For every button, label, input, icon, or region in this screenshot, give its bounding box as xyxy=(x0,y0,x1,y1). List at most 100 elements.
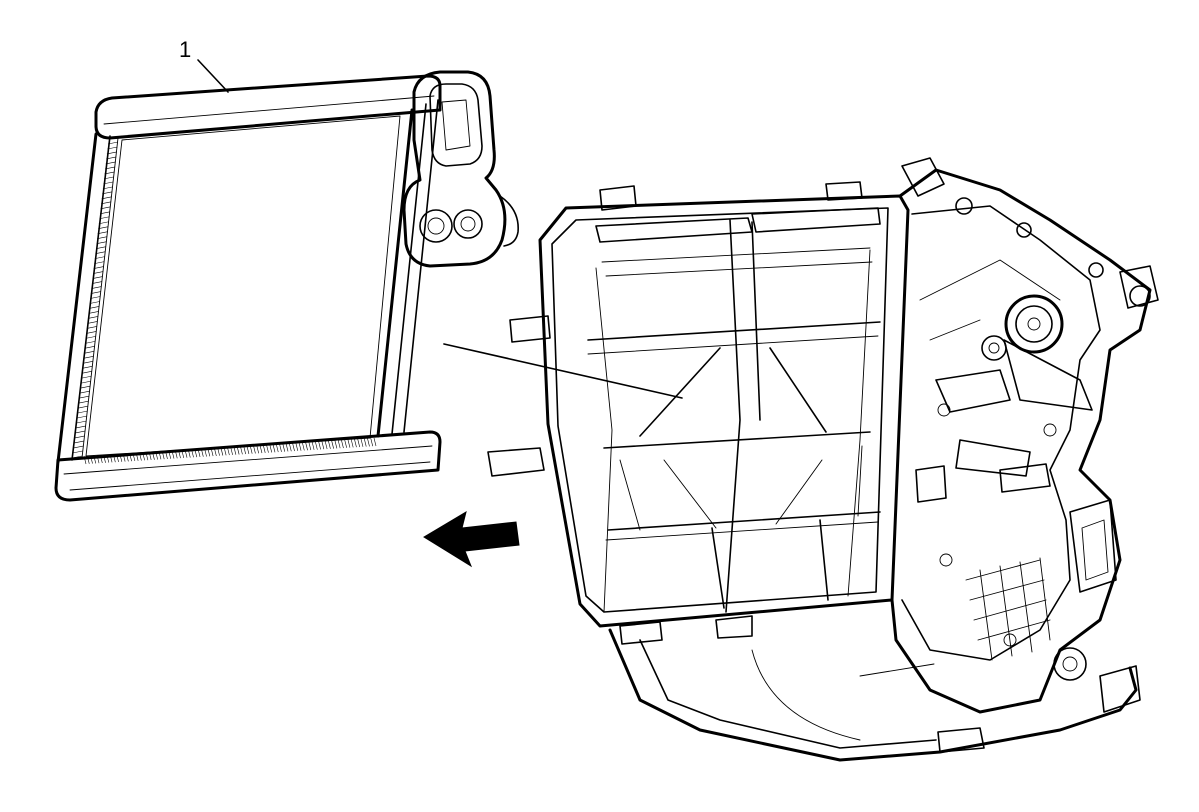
fin-line xyxy=(106,156,117,160)
fin-line xyxy=(79,390,90,394)
fin-line xyxy=(194,449,198,458)
fin-line xyxy=(103,454,106,463)
fin-line xyxy=(321,441,325,450)
fin-line xyxy=(236,446,240,455)
fin-line xyxy=(334,440,338,449)
fin-line xyxy=(83,351,95,354)
fin-line xyxy=(105,161,116,165)
fin-line xyxy=(109,454,113,463)
fin-line xyxy=(262,444,266,453)
fin-line xyxy=(84,346,95,349)
fin-line xyxy=(266,444,269,453)
fin-line xyxy=(178,450,181,459)
fin-line xyxy=(249,445,253,454)
fin-line xyxy=(91,281,103,284)
fin-line xyxy=(344,439,347,448)
fin-line xyxy=(354,439,357,448)
fin-line xyxy=(116,453,119,463)
fin-line xyxy=(89,301,100,304)
fin-line xyxy=(298,442,302,451)
evaporator-fins-left xyxy=(71,141,119,459)
fin-line xyxy=(94,256,105,259)
fin-line xyxy=(97,236,108,239)
fin-line xyxy=(187,449,191,458)
fin-line xyxy=(96,241,107,244)
fin-line xyxy=(152,451,155,460)
fin-line xyxy=(98,226,109,230)
hvac-module-housing xyxy=(487,157,1141,762)
fin-line xyxy=(227,447,230,456)
direction-arrow-left xyxy=(423,510,520,568)
callout-number-1: 1 xyxy=(179,37,191,62)
fin-line xyxy=(113,454,116,463)
fin-line xyxy=(89,306,100,309)
fin-line xyxy=(347,439,351,448)
fin-line xyxy=(104,171,115,175)
fin-line xyxy=(360,438,364,447)
fin-line xyxy=(302,442,305,451)
fin-line xyxy=(101,201,112,205)
fin-line xyxy=(305,442,308,451)
fin-line xyxy=(311,441,315,450)
fin-line xyxy=(107,146,118,150)
fin-line xyxy=(106,454,110,463)
fin-line xyxy=(77,405,88,409)
fin-line xyxy=(223,447,227,456)
fin-line xyxy=(155,451,158,460)
fin-line xyxy=(81,370,92,374)
evaporator-fins-bottom xyxy=(83,437,377,465)
fin-line xyxy=(82,361,93,364)
fin-line xyxy=(94,261,105,264)
hvac-actuator-assembly xyxy=(890,168,1159,714)
fin-line xyxy=(79,385,91,389)
fin-line xyxy=(174,450,178,459)
fin-line xyxy=(210,448,214,457)
fin-line xyxy=(165,450,168,460)
fin-line xyxy=(201,448,204,457)
fin-line xyxy=(295,442,299,451)
fin-line xyxy=(214,447,217,456)
fin-line xyxy=(106,151,117,155)
evaporator-core xyxy=(54,70,519,502)
fin-line xyxy=(91,286,102,289)
fin-line xyxy=(259,445,263,454)
fin-line xyxy=(350,439,354,448)
fin-line xyxy=(217,447,220,456)
fin-line xyxy=(92,276,103,279)
fin-line xyxy=(103,181,114,185)
fin-line xyxy=(82,365,93,369)
fin-line xyxy=(102,186,113,190)
fin-line xyxy=(74,435,85,439)
fin-line xyxy=(87,316,99,319)
fin-line xyxy=(95,251,106,254)
fin-line xyxy=(142,452,145,461)
fin-line xyxy=(135,452,139,461)
fin-line xyxy=(158,451,162,460)
fin-line xyxy=(81,375,92,379)
fin-line xyxy=(86,455,90,464)
fin-line xyxy=(90,291,101,294)
fin-line xyxy=(370,438,374,447)
fin-line xyxy=(145,452,149,461)
fin-line xyxy=(139,452,142,461)
fin-line xyxy=(282,443,286,452)
fin-line xyxy=(75,425,86,429)
fin-line xyxy=(132,452,136,462)
fin-line xyxy=(275,443,279,453)
fin-line xyxy=(73,445,84,449)
fin-line xyxy=(95,246,107,249)
fin-line xyxy=(148,451,152,461)
fin-line xyxy=(126,453,129,462)
fin-line xyxy=(86,331,97,334)
fin-line xyxy=(80,380,91,384)
fin-line xyxy=(107,141,119,145)
fin-line xyxy=(184,449,188,458)
fin-line xyxy=(99,211,111,215)
fin-line xyxy=(363,438,367,447)
fin-line xyxy=(272,444,276,453)
fin-line xyxy=(101,196,112,200)
fin-line xyxy=(90,296,101,299)
fin-line xyxy=(240,446,243,455)
fin-line xyxy=(98,221,109,225)
fin-line xyxy=(181,449,185,459)
